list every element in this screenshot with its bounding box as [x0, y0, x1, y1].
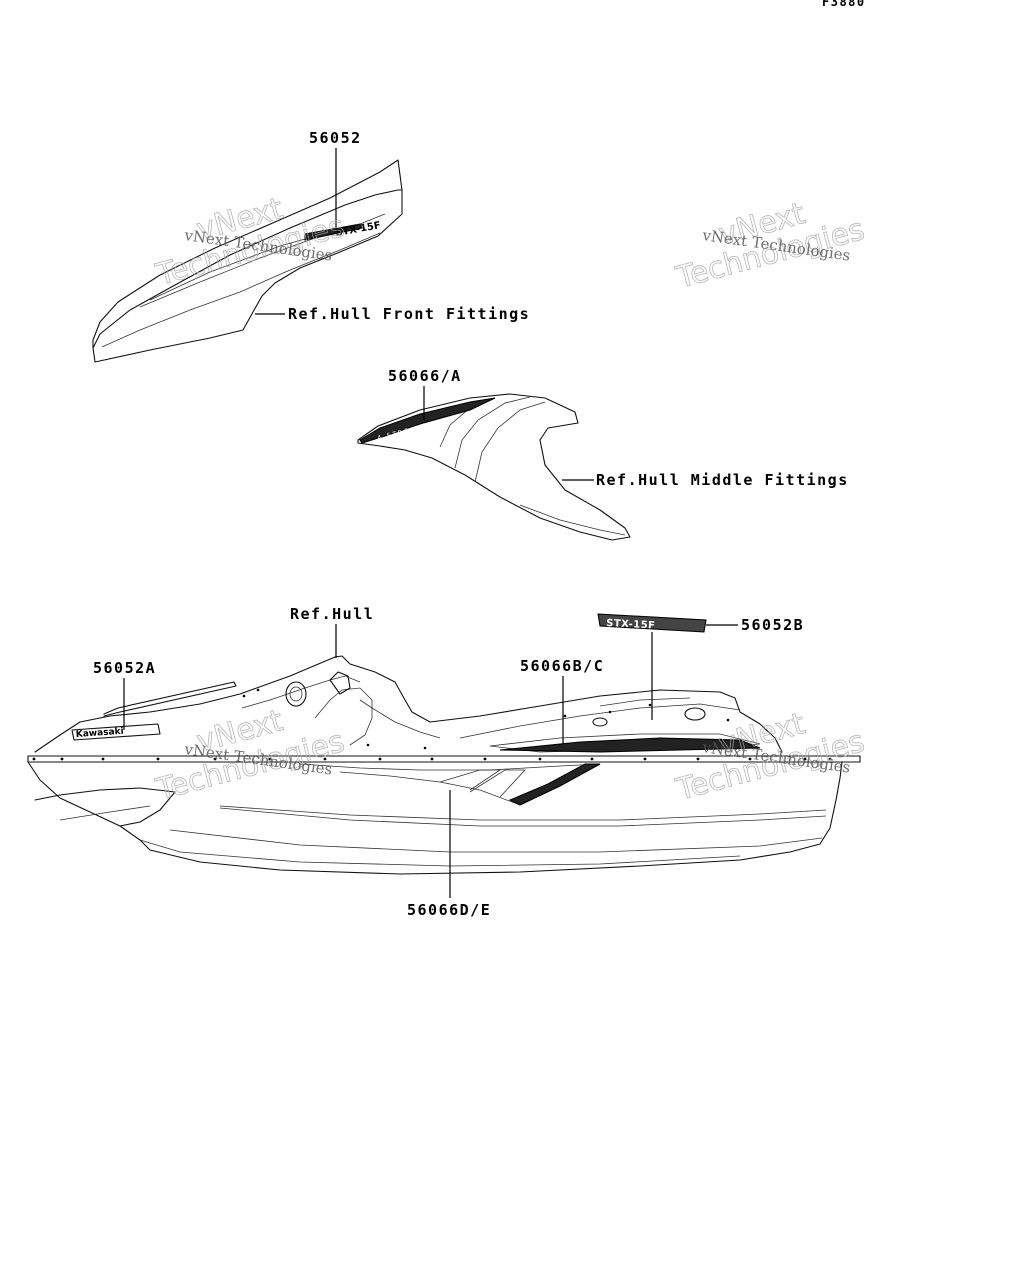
figure-code: F3880 [822, 0, 866, 9]
model-decal-text: STX-15F [606, 618, 656, 632]
callout-ref-hull-front-fittings: Ref.Hull Front Fittings [288, 305, 530, 323]
middle-hull-fitting: 4 STROKE [357, 393, 631, 541]
model-decal-56052b: STX-15F [597, 613, 707, 633]
watermark-4: vNext Technologies vNext Technologies [672, 706, 869, 809]
brand-decal: Kawasaki [76, 727, 125, 740]
callout-56052: 56052 [309, 129, 362, 147]
callout-56066d-e: 56066D/E [407, 901, 491, 919]
hull-side-view: Kawasaki [27, 655, 861, 875]
callout-ref-hull: Ref.Hull [290, 605, 374, 623]
callout-56066b-c: 56066B/C [520, 657, 604, 675]
callout-ref-hull-middle-fittings: Ref.Hull Middle Fittings [596, 471, 849, 489]
callout-56052a: 56052A [93, 659, 156, 677]
callout-56052b: 56052B [741, 616, 804, 634]
callout-56066-a: 56066/A [388, 367, 462, 385]
watermark-1: vNext Technologies vNext Technologies [152, 191, 349, 294]
watermark-2: vNext Technologies vNext Technologies [672, 196, 869, 297]
